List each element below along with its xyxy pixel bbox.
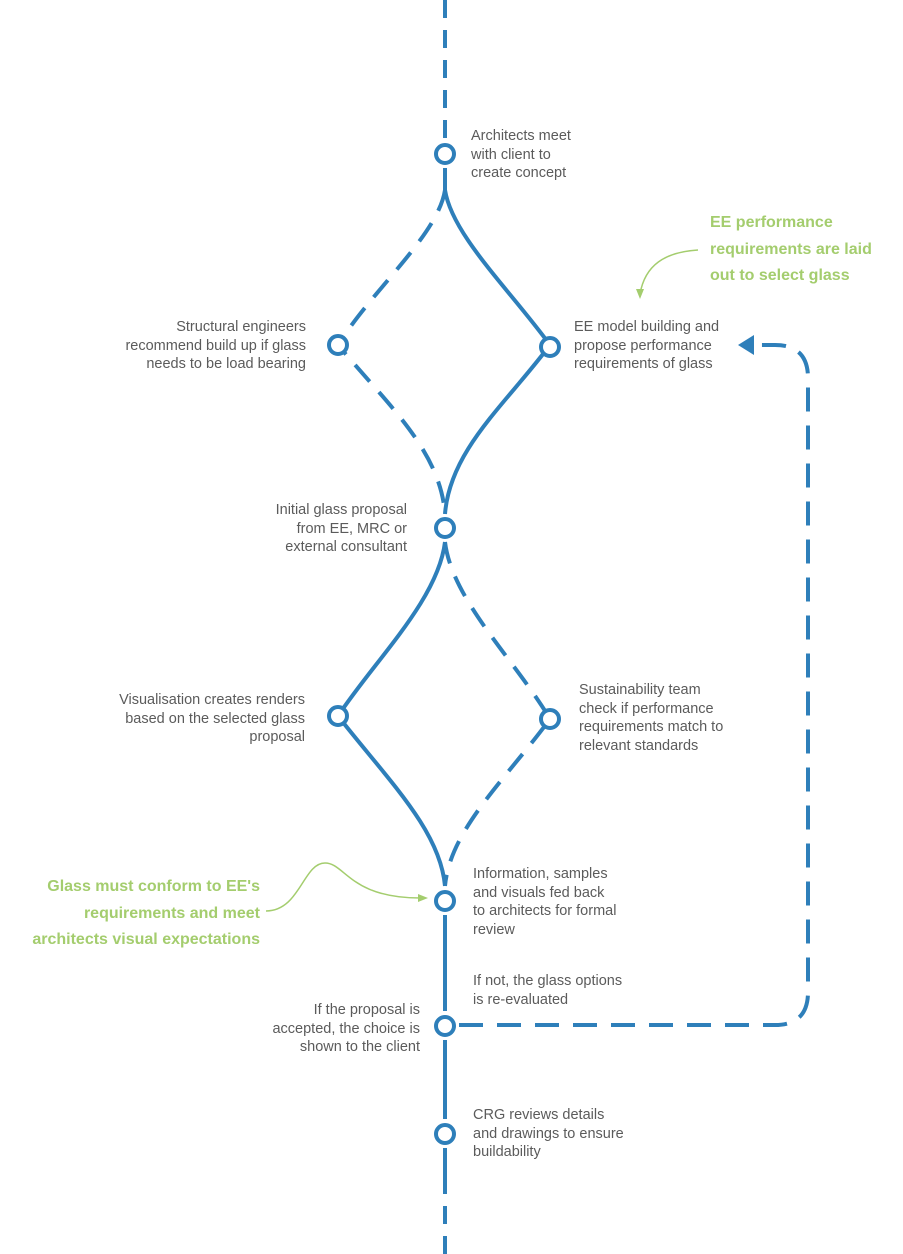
label-ee-model: EE model building and propose performanc… — [574, 319, 720, 372]
node-ee-model — [539, 336, 561, 358]
dashed-branch-right — [443, 541, 553, 887]
label-if-accepted: If the proposal is accepted, the choice … — [272, 1002, 420, 1055]
feedback-arrowhead — [738, 335, 754, 355]
label-information-fed-back: Information, samples and visuals fed bac… — [473, 866, 617, 938]
solid-branch-left — [335, 541, 447, 887]
conform-note-connector — [265, 862, 421, 912]
ee-note-arrowhead — [636, 289, 644, 299]
node-structural-engineers — [327, 334, 349, 356]
node-initial-proposal — [434, 517, 456, 539]
node-sustainability — [539, 708, 561, 730]
label-structural-engineers: Structural engineers recommend build up … — [125, 319, 306, 372]
node-if-accepted — [434, 1015, 456, 1037]
label-sustainability: Sustainability team check if performance… — [579, 682, 724, 754]
label-visualisation: Visualisation creates renders based on t… — [119, 692, 305, 745]
label-crg-reviews: CRG reviews details and drawings to ensu… — [473, 1107, 624, 1160]
label-if-not: If not, the glass options is re-evaluate… — [473, 973, 623, 1008]
note-glass-must-conform: Glass must conform to EE's requirements … — [32, 878, 260, 948]
note-ee-performance: EE performance requirements are laid out… — [710, 214, 872, 284]
conform-note-arrowhead — [418, 894, 428, 902]
label-architects-meet: Architects meet with client to create co… — [471, 128, 571, 181]
node-information-fed-back — [434, 890, 456, 912]
dashed-branch-left — [335, 189, 447, 515]
node-crg-reviews — [434, 1123, 456, 1145]
ee-note-connector — [639, 249, 699, 295]
node-architects-meet — [434, 143, 456, 165]
solid-branch-right — [443, 189, 553, 515]
node-visualisation — [327, 705, 349, 727]
label-initial-proposal: Initial glass proposal from EE, MRC or e… — [275, 502, 407, 555]
